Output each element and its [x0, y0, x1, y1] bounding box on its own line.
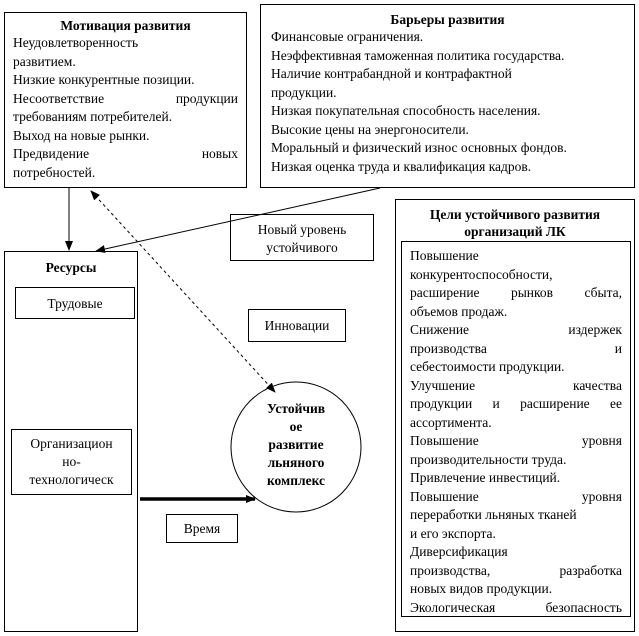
goals-line: себестоимости продукции.: [410, 359, 565, 374]
goals-line: Экологическая безопасность: [410, 599, 622, 615]
sustainable-development-ellipse: [230, 381, 362, 513]
barriers-line: Неэффективная таможенная политика госуда…: [271, 47, 565, 63]
goals-line: Снижение издержек: [410, 322, 622, 337]
center-line: ое: [289, 419, 303, 434]
goals-line: производительности труда.: [410, 451, 567, 467]
goals-title-line: организаций ЛК: [464, 224, 566, 239]
time-label: Время: [183, 521, 221, 536]
new-level-line: устойчивого: [266, 240, 338, 255]
motivation-line: Несоответствие продукции: [13, 90, 238, 106]
goals-line: новых видов продукции.: [410, 581, 553, 596]
goals-line: объемов продаж.: [410, 303, 508, 319]
motivation-line: требованиям потребителей.: [13, 109, 173, 124]
center-line: Устойчив: [266, 401, 326, 416]
barriers-line: Финансовые ограничения.: [271, 29, 424, 44]
barriers-to-resources-arrow: [95, 187, 381, 253]
org-tech-line: технологическ: [29, 472, 114, 487]
goals-title-line: Цели устойчивого развития: [429, 207, 601, 222]
center-line: комплекс: [266, 473, 326, 488]
goals-line: конкурентоспособности,: [410, 266, 553, 282]
goals-list-box: Повышение конкурентоспособности, расшире…: [401, 241, 631, 617]
barriers-line: Наличие контрабандной и контрафактной: [271, 66, 512, 81]
goals-line: Повышение уровня: [410, 433, 622, 448]
barriers-box: Барьеры развития Финансовые ограничения.…: [260, 4, 635, 188]
goals-list: Повышение конкурентоспособности, расшире…: [410, 247, 622, 617]
resources-title: Ресурсы: [45, 260, 97, 275]
barriers-list: Финансовые ограничения. Неэффективная та…: [271, 28, 624, 176]
motivation-center-dashed-arrow: [90, 190, 276, 393]
motivation-line: Выход на новые рынки.: [13, 127, 150, 143]
goals-line: переработки льняных тканей: [410, 507, 577, 522]
goals-line: расширение рынков сбыта,: [410, 285, 622, 300]
motivation-line: развитием.: [13, 53, 76, 69]
goals-line: Повышение уровня: [410, 488, 622, 504]
new-level-line: Новый уровень: [257, 222, 347, 237]
motivation-title: Мотивация развития: [60, 18, 191, 33]
barriers-line: Высокие цены на энергоносители.: [271, 121, 469, 137]
goals-line: Привлечение инвестиций.: [410, 470, 561, 485]
center-label: Устойчив ое развитие льняного комплекс: [236, 400, 356, 490]
center-line: развитие: [268, 437, 324, 452]
goals-line: продукции и расширение ее: [410, 396, 622, 411]
org-tech-line: Организацион: [30, 436, 113, 451]
barriers-title: Барьеры развития: [390, 12, 505, 27]
motivation-box: Мотивация развития Неудовлетворенность р…: [4, 12, 247, 188]
goals-line: ассортимента.: [410, 414, 492, 430]
org-tech-resources-box: Организацион но- технологическ: [11, 429, 132, 495]
org-tech-line: но-: [62, 454, 81, 469]
goals-line: Улучшение качества: [410, 377, 622, 393]
goals-line: Повышение: [410, 248, 479, 263]
center-line: льняного: [267, 455, 325, 470]
motivation-line: Предвидение новых: [13, 146, 238, 161]
motivation-line: потребностей.: [13, 164, 96, 180]
time-box: Время: [166, 514, 238, 543]
barriers-line: продукции.: [271, 84, 337, 100]
goals-line: и его экспорта.: [410, 525, 496, 541]
innovations-label: Инновации: [264, 318, 330, 333]
labor-resources-label: Трудовые: [47, 296, 103, 311]
goals-line: Диверсификация: [410, 544, 508, 559]
motivation-list: Неудовлетворенность развитием. Низкие ко…: [13, 34, 238, 182]
barriers-line: Моральный и физический износ основных фо…: [271, 140, 567, 155]
goals-line: производства и: [410, 340, 622, 356]
goals-line: производства, разработка: [410, 562, 622, 578]
goals-title: Цели устойчивого развития организаций ЛК: [396, 206, 634, 240]
barriers-line: Низкая покупательная способность населен…: [271, 103, 541, 118]
motivation-line: Неудовлетворенность: [13, 35, 139, 50]
barriers-line: Низкая оценка труда и квалификация кадро…: [271, 158, 532, 174]
motivation-line: Низкие конкурентные позиции.: [13, 72, 195, 87]
